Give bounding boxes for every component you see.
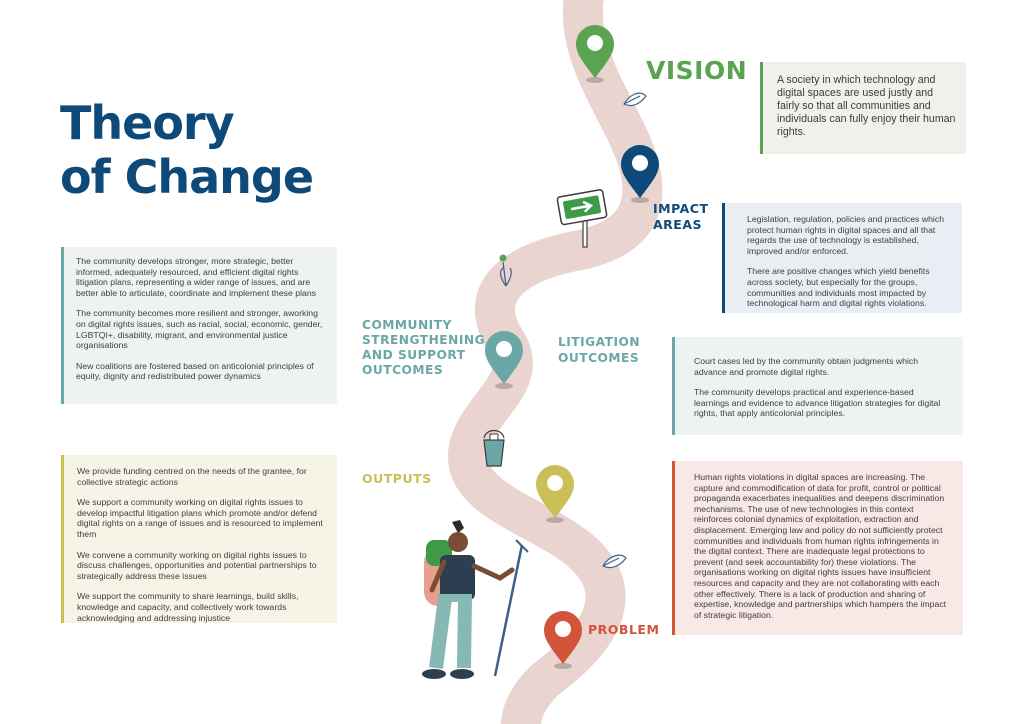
community-label-line-1: COMMUNITY xyxy=(362,318,452,332)
impact-label: IMPACT AREAS xyxy=(653,201,708,233)
problem-label: PROBLEM xyxy=(588,622,660,637)
leaf-icon xyxy=(623,92,647,107)
impact-label-line-1: IMPACT xyxy=(653,201,709,216)
litigation-label: LITIGATION OUTCOMES xyxy=(558,334,640,366)
impact-box: Legislation, regulation, policies and pr… xyxy=(722,203,962,313)
road-sign-icon xyxy=(556,189,608,248)
title-line-1: Theory xyxy=(60,96,235,150)
litigation-label-line-1: LITIGATION xyxy=(558,335,641,349)
flower-sprout-icon xyxy=(499,254,512,287)
vision-text: A society in which technology and digita… xyxy=(777,74,956,138)
vision-box: A society in which technology and digita… xyxy=(760,62,966,154)
title-line-2: of Change xyxy=(60,150,314,204)
community-text-1: The community develops stronger, more st… xyxy=(76,256,317,298)
outputs-label: OUTPUTS xyxy=(362,471,432,486)
community-text-3: New coalitions are fostered based on ant… xyxy=(76,360,314,382)
litigation-text-1: Court cases led by the community obtain … xyxy=(694,356,919,377)
litigation-text-2: The community develops practical and exp… xyxy=(694,387,941,419)
impact-text-1: Legislation, regulation, policies and pr… xyxy=(747,214,945,256)
community-box: The community develops stronger, more st… xyxy=(61,247,337,404)
impact-pin-icon xyxy=(621,145,659,203)
hiker-illustration xyxy=(422,520,529,679)
litigation-label-line-2: OUTCOMES xyxy=(558,351,640,365)
outputs-text-3: We convene a community working on digita… xyxy=(77,549,317,581)
impact-label-line-2: AREAS xyxy=(653,217,703,232)
bucket-icon xyxy=(483,429,505,467)
problem-text: Human rights violations in digital space… xyxy=(694,472,947,620)
leaf-icon xyxy=(602,554,627,569)
litigation-box: Court cases led by the community obtain … xyxy=(672,337,963,435)
problem-pin-icon xyxy=(544,611,582,669)
outputs-box: We provide funding centred on the needs … xyxy=(61,455,337,623)
impact-text-2: There are positive changes which yield b… xyxy=(747,266,930,309)
outputs-text-1: We provide funding centred on the needs … xyxy=(77,466,307,487)
vision-pin-icon xyxy=(576,25,614,83)
community-pin-icon xyxy=(485,331,523,389)
problem-box: Human rights violations in digital space… xyxy=(672,461,963,635)
outputs-text-2: We support a community working on digita… xyxy=(77,497,323,539)
community-label: COMMUNITY STRENGTHENING AND SUPPORT OUTC… xyxy=(362,318,485,378)
outputs-pin-icon xyxy=(536,465,574,523)
community-label-line-3: AND SUPPORT xyxy=(362,348,466,362)
vision-label: VISION xyxy=(646,56,748,85)
community-label-line-4: OUTCOMES xyxy=(362,363,444,377)
community-label-line-2: STRENGTHENING xyxy=(362,333,486,347)
outputs-text-4: We support the community to share learni… xyxy=(77,591,299,623)
community-text-2: The community becomes more resilient and… xyxy=(76,308,323,351)
